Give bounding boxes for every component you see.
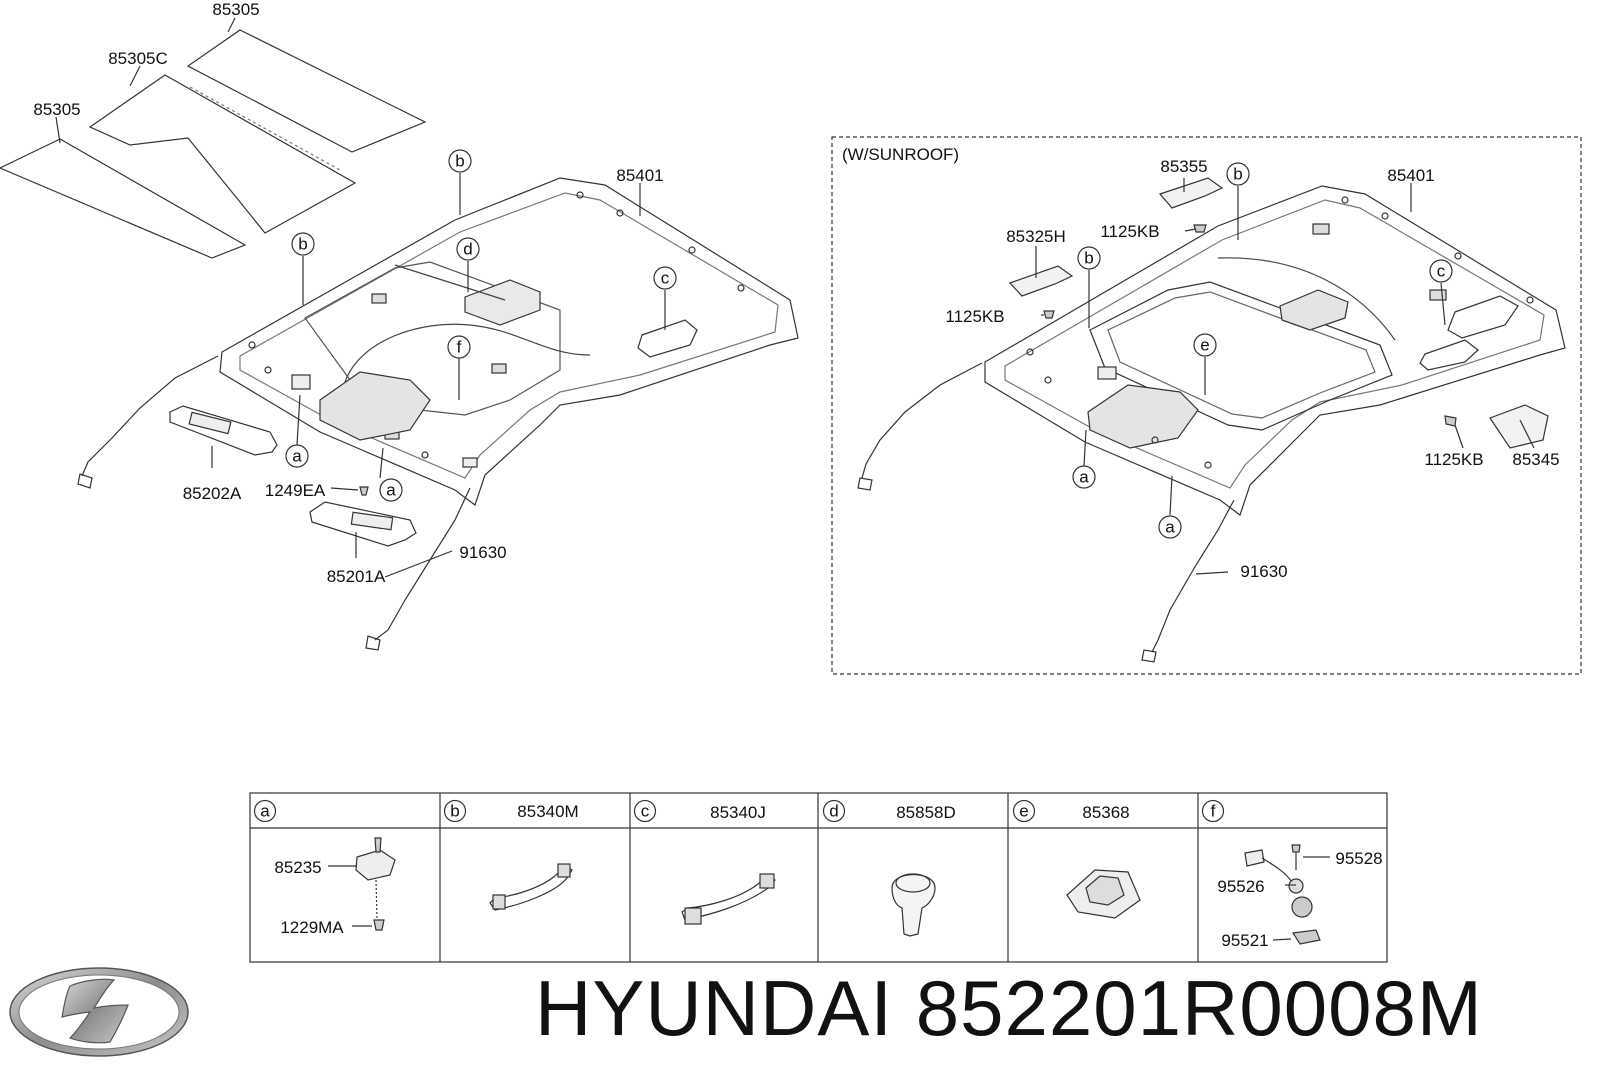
parts-table	[249, 792, 1388, 963]
label-1125kb-right: 1125KB	[1424, 450, 1483, 469]
part-95528	[1291, 844, 1301, 853]
label-1125kb-left: 1125KB	[945, 307, 1004, 326]
label-85355: 85355	[1160, 157, 1207, 176]
label-1125kb-top: 1125KB	[1100, 222, 1159, 241]
brand-part-number: HYUNDAI 852201R0008M	[535, 964, 1483, 1052]
part-95521	[1291, 929, 1321, 945]
sunroof-frame	[831, 136, 1582, 675]
label-85401: 85401	[616, 166, 663, 185]
label-91630: 91630	[459, 543, 506, 562]
label-1249ea: 1249EA	[265, 481, 326, 500]
label-85305-top: 85305	[212, 0, 259, 19]
bracket-85345	[1489, 404, 1549, 449]
label-85235: 85235	[274, 858, 321, 877]
label-85401-sunroof: 85401	[1387, 166, 1434, 185]
label-95526: 95526	[1217, 877, 1264, 896]
table-part-85858d: 85858D	[896, 803, 956, 822]
callout-a: a	[292, 447, 302, 466]
table-key-e: e	[1019, 802, 1028, 821]
part-95526	[1244, 849, 1265, 867]
table-key-f: f	[1211, 802, 1216, 821]
sunroof-callouts: b b c e a a	[1072, 162, 1453, 539]
pad-85305-top	[186, 29, 427, 153]
callout-a: a	[386, 481, 396, 500]
part-1229ma	[373, 919, 385, 931]
callout-f: f	[457, 338, 462, 357]
main-callouts: b b d c f a a	[285, 149, 677, 502]
table-part-85368: 85368	[1082, 803, 1129, 822]
bracket-85325h	[1008, 265, 1074, 297]
headlining-main	[219, 177, 799, 506]
pad-85305c	[88, 74, 357, 234]
callout-c: c	[661, 269, 670, 288]
label-1229ma: 1229MA	[280, 918, 344, 937]
sunroof-labels: 85355 85401 1125KB 85325H 1125KB 1125KB …	[945, 157, 1559, 581]
bracket-85355	[1158, 177, 1224, 209]
hyundai-logo-icon	[6, 964, 192, 1060]
part-85858d	[891, 874, 936, 937]
table-part-85340m: 85340M	[517, 802, 578, 821]
callout-b: b	[455, 152, 464, 171]
table-part-85340j: 85340J	[710, 803, 766, 822]
sunvisor-85202a	[169, 405, 278, 456]
callout-a: a	[1079, 468, 1089, 487]
label-85305c: 85305C	[108, 49, 168, 68]
part-85235	[355, 849, 396, 881]
table-key-c: c	[641, 802, 650, 821]
callout-b: b	[1233, 165, 1242, 184]
callout-a: a	[1165, 518, 1175, 537]
pad-85305-left	[0, 138, 247, 259]
table-key-d: d	[829, 802, 838, 821]
label-85305-left: 85305	[33, 100, 80, 119]
label-95521: 95521	[1221, 931, 1268, 950]
sunroof-view	[857, 177, 1566, 663]
callout-b: b	[298, 235, 307, 254]
label-85325h: 85325H	[1006, 227, 1066, 246]
label-85345: 85345	[1512, 450, 1559, 469]
callout-e: e	[1200, 336, 1209, 355]
label-85201a: 85201A	[327, 567, 386, 586]
table-key-a: a	[260, 802, 270, 821]
main-view	[0, 17, 799, 651]
label-91630-sunroof: 91630	[1240, 562, 1287, 581]
wiring-91630-left	[81, 355, 219, 477]
label-95528: 95528	[1335, 849, 1382, 868]
table-drawings	[328, 837, 1330, 945]
table-labels: 85235 1229MA 95528 95526 95521	[274, 849, 1382, 950]
main-labels: 85305 85305C 85305 85401 85202A 1249EA 8…	[33, 0, 663, 586]
table-header: a b c d e f 85340M 85340J 85858D 85368	[253, 799, 1225, 823]
wiring-91630-right	[374, 487, 471, 641]
callout-b: b	[1084, 249, 1093, 268]
table-key-b: b	[450, 802, 459, 821]
callout-c: c	[1437, 262, 1446, 281]
callout-d: d	[463, 240, 472, 259]
label-85202a: 85202A	[183, 484, 242, 503]
sunvisor-85201a	[309, 501, 417, 547]
headlining-sunroof	[984, 185, 1566, 516]
sunroof-caption: (W/SUNROOF)	[842, 145, 959, 164]
